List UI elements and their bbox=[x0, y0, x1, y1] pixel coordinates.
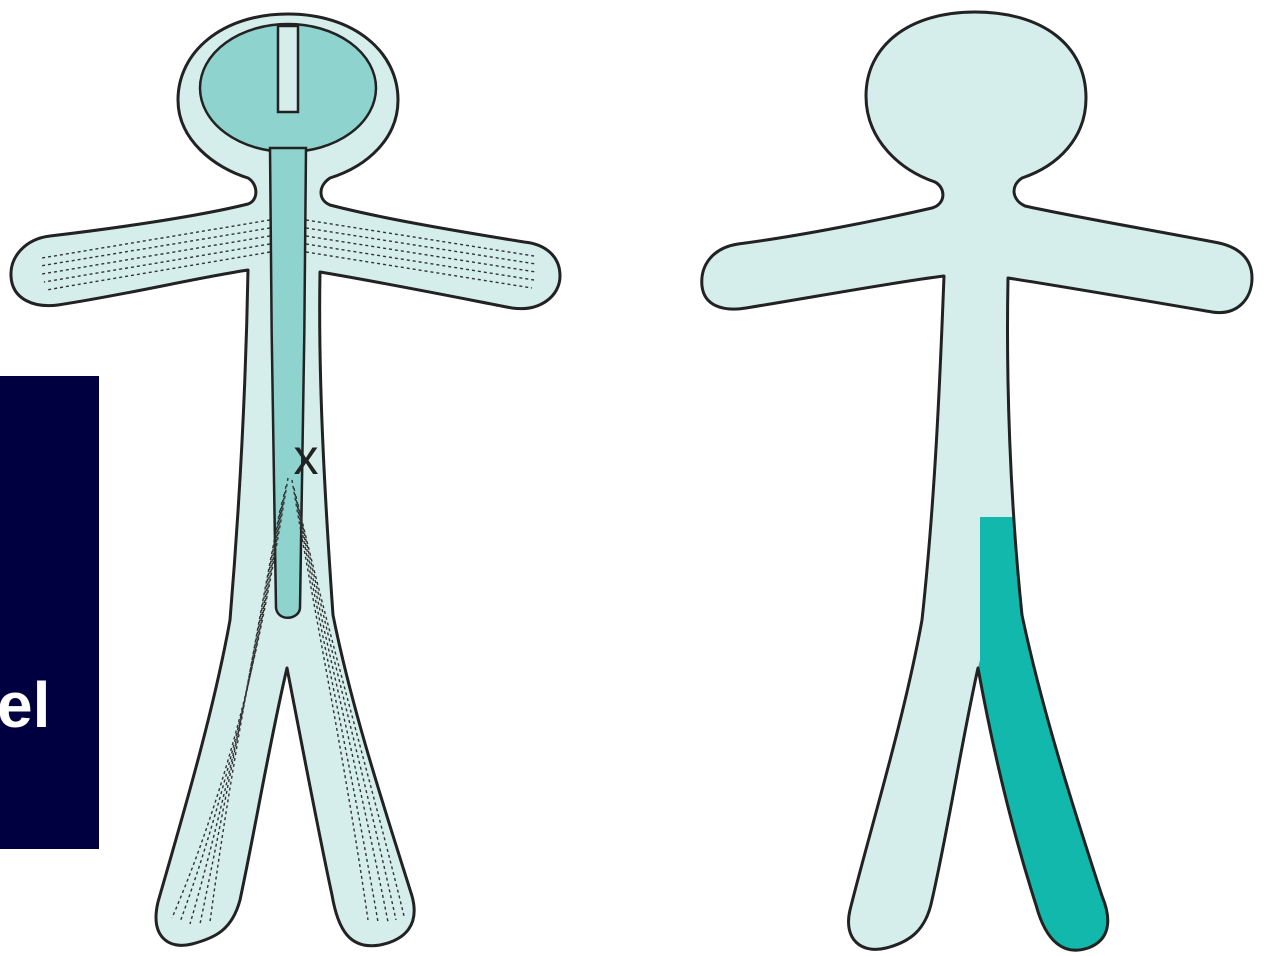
right-figure bbox=[702, 12, 1252, 956]
left-figure-lesion-marker: x bbox=[294, 429, 319, 485]
right-figure-body-outline bbox=[702, 12, 1252, 950]
label-panel-text: el bbox=[0, 669, 50, 741]
label-panel-background bbox=[0, 376, 99, 849]
label-panel: el bbox=[0, 376, 99, 849]
left-figure-brain-cleft bbox=[278, 26, 298, 112]
